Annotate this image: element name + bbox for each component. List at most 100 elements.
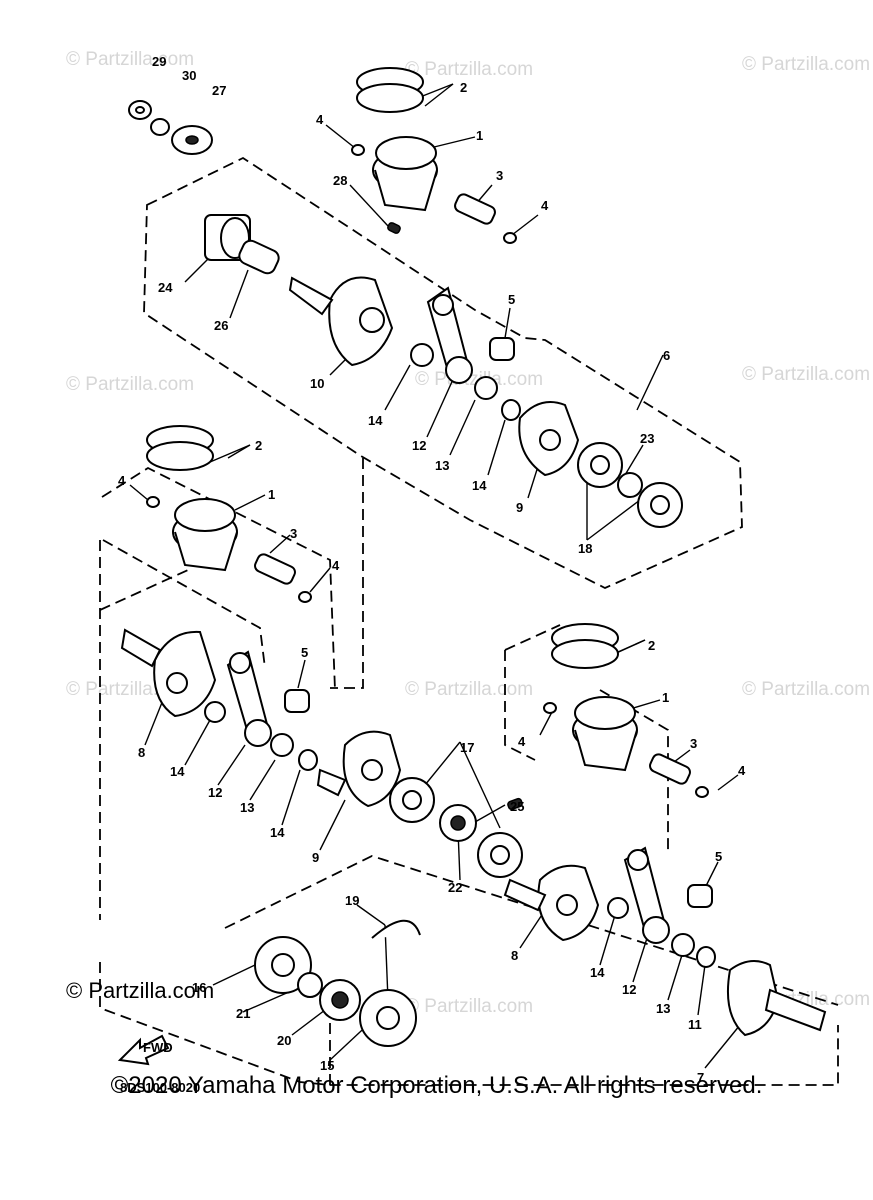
- washer-icon: [204, 701, 226, 723]
- bearing-icon: [489, 337, 515, 361]
- bearing-icon: [477, 832, 523, 878]
- crank-web-icon: [120, 628, 217, 718]
- callout-labels: 29 30 27 2 1 4 3 4 28 24 26 5 6 10 14 12…: [118, 54, 746, 1095]
- callout-4: 4: [541, 198, 549, 213]
- callout-4: 4: [316, 112, 324, 127]
- bearing-housing-icon: [204, 214, 251, 261]
- callout-23: 23: [640, 431, 654, 446]
- bearing-icon: [474, 376, 498, 400]
- callout-4: 4: [518, 734, 526, 749]
- bearing-icon: [637, 482, 683, 528]
- callout-26: 26: [214, 318, 228, 333]
- watermark: © Partzilla.com: [742, 679, 870, 700]
- bearing-icon: [254, 936, 312, 994]
- callout-14: 14: [368, 413, 383, 428]
- piston-pin-icon: [649, 753, 691, 785]
- piston-ring-icon: [146, 425, 214, 471]
- callout-2: 2: [460, 80, 467, 95]
- bearing-icon: [359, 989, 417, 1047]
- watermarks: © Partzilla.com © Partzilla.com © Partzi…: [66, 49, 870, 1017]
- conrod-icon: [226, 650, 272, 747]
- callout-7: 7: [697, 1070, 704, 1085]
- callout-3: 3: [496, 168, 503, 183]
- callout-28: 28: [333, 173, 347, 188]
- callout-12: 12: [208, 785, 222, 800]
- callout-11: 11: [688, 1017, 702, 1032]
- callout-8: 8: [511, 948, 518, 963]
- callout-12: 12: [622, 982, 636, 997]
- watermark: © Partzilla.com: [742, 364, 870, 385]
- group-outlines: [99, 156, 839, 1086]
- washer-icon: [607, 897, 629, 919]
- callout-1: 1: [662, 690, 669, 705]
- fwd-label: FWD: [143, 1040, 173, 1055]
- piston-clip-icon: [146, 496, 160, 508]
- piston-pin-icon: [454, 193, 496, 225]
- callout-10: 10: [310, 376, 324, 391]
- bearing-icon: [687, 884, 713, 908]
- callout-29: 29: [152, 54, 166, 69]
- callout-18: 18: [578, 541, 592, 556]
- callout-13: 13: [656, 1001, 670, 1016]
- piston-ring-icon: [356, 67, 424, 113]
- callout-14: 14: [590, 965, 605, 980]
- crank-web-icon: [288, 276, 394, 367]
- copyright-text: ©2020 Yamaha Motor Corporation, U.S.A. A…: [110, 1072, 763, 1099]
- bearing-icon: [297, 972, 323, 998]
- piston-clip-icon: [298, 591, 312, 603]
- crank-web-icon: [503, 864, 600, 942]
- callout-14: 14: [170, 764, 185, 779]
- callout-25: 25: [510, 799, 524, 814]
- callout-4: 4: [332, 558, 340, 573]
- callout-30: 30: [182, 68, 196, 83]
- callout-8: 8: [138, 745, 145, 760]
- gear-icon: [171, 125, 213, 155]
- piston-clip-icon: [351, 144, 365, 156]
- washer-icon: [410, 343, 434, 367]
- callout-3: 3: [690, 736, 697, 751]
- callout-4: 4: [118, 473, 126, 488]
- washer-icon: [696, 946, 716, 968]
- callout-9: 9: [312, 850, 319, 865]
- nut-icon: [128, 100, 152, 120]
- callout-1: 1: [476, 128, 483, 143]
- callout-4: 4: [738, 763, 746, 778]
- piston-icon: [172, 498, 238, 572]
- piston-icon: [372, 136, 438, 212]
- callout-17: 17: [460, 740, 474, 755]
- callout-14: 14: [472, 478, 487, 493]
- piston-clip-icon: [695, 786, 709, 798]
- parts: [117, 67, 827, 1066]
- callout-3: 3: [290, 526, 297, 541]
- bearing-icon: [671, 933, 695, 957]
- callout-20: 20: [277, 1033, 291, 1048]
- callout-2: 2: [648, 638, 655, 653]
- callout-14: 14: [270, 825, 285, 840]
- leader-lines: [129, 83, 741, 1069]
- callout-6: 6: [663, 348, 670, 363]
- piston-clip-icon: [543, 702, 557, 714]
- seal-icon: [617, 472, 643, 498]
- bearing-icon: [577, 442, 623, 488]
- callout-9: 9: [516, 500, 523, 515]
- callout-22: 22: [448, 880, 462, 895]
- watermark: © Partzilla.com: [66, 374, 194, 395]
- washer-icon: [298, 749, 318, 771]
- washer-icon: [501, 399, 521, 421]
- drawing-code: 8DS100-8020: [120, 1080, 200, 1095]
- conrod-icon: [426, 286, 473, 384]
- circlip-icon: [371, 919, 421, 939]
- callout-27: 27: [212, 83, 226, 98]
- callout-1: 1: [268, 487, 275, 502]
- callout-19: 19: [345, 893, 359, 908]
- bearing-icon: [389, 777, 435, 823]
- piston-icon: [572, 696, 638, 772]
- callout-16: 16: [192, 980, 206, 995]
- bearing-icon: [284, 689, 310, 713]
- callout-21: 21: [236, 1006, 250, 1021]
- callout-15: 15: [320, 1058, 334, 1073]
- washer-icon: [150, 118, 170, 136]
- bearing-icon: [238, 239, 280, 275]
- seal-icon: [439, 804, 477, 842]
